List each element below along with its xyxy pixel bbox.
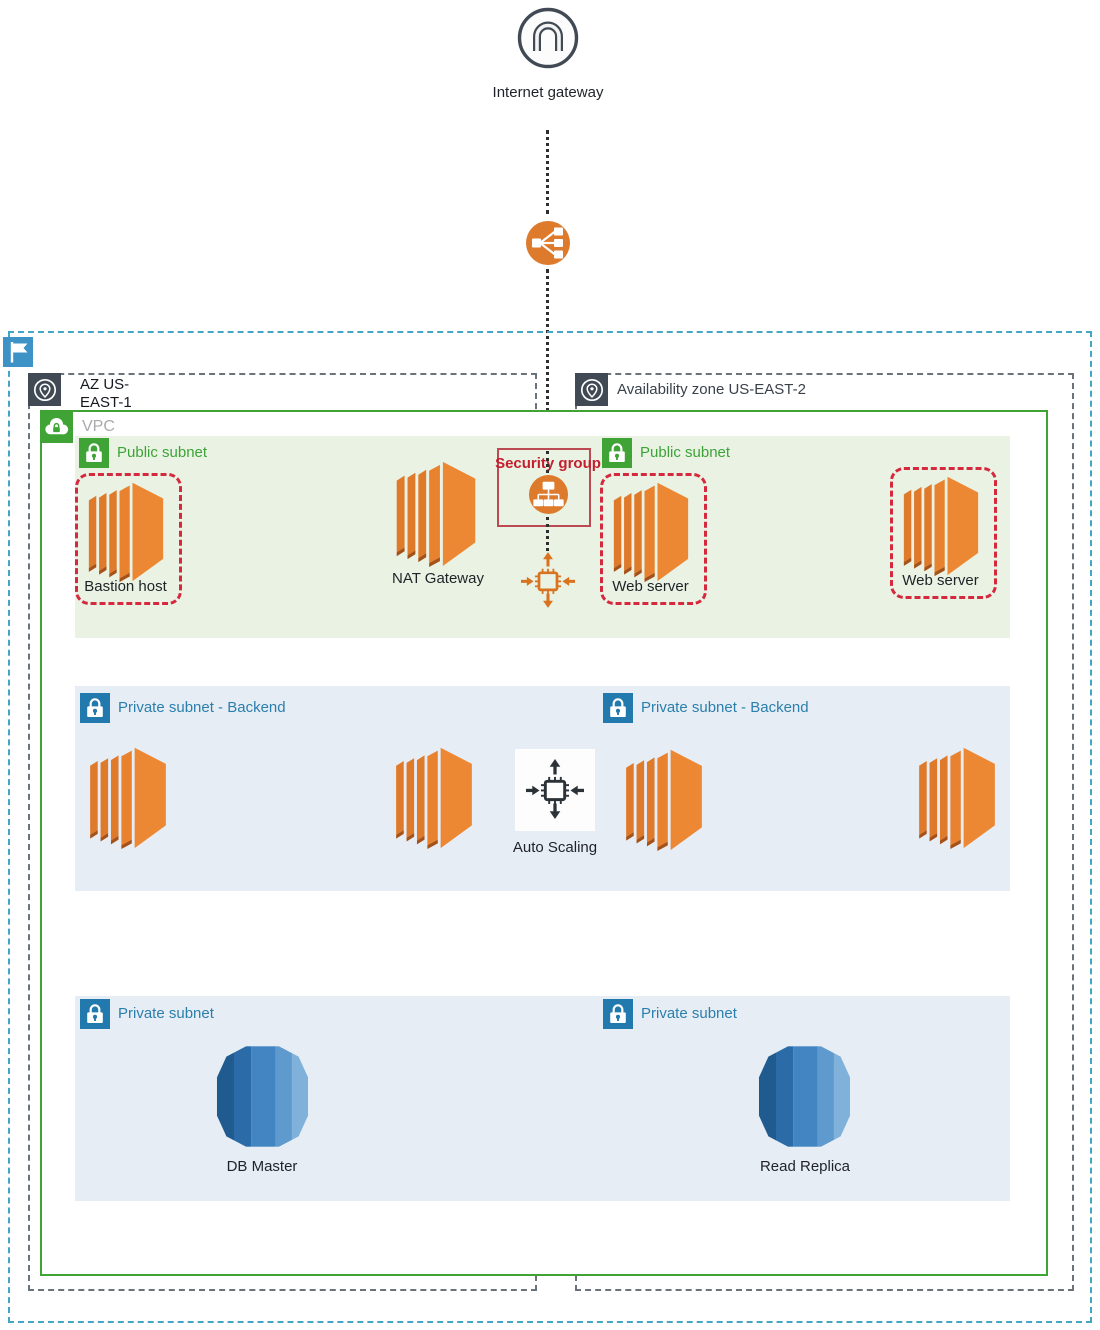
read-replica-label: Read Replica xyxy=(759,1158,851,1175)
availability-zone-icon xyxy=(28,373,61,406)
rds-db-master-icon xyxy=(215,1046,310,1147)
security-group-box xyxy=(497,448,591,527)
az-1-label: AZ US-EAST-1 xyxy=(80,376,132,411)
web-server-1-label: Web server xyxy=(612,578,689,595)
public-subnet-band xyxy=(75,436,1010,638)
private-backend-1-label: Private subnet - Backend xyxy=(118,699,286,716)
bastion-host-box xyxy=(75,473,182,605)
private-subnet-1-label: Private subnet xyxy=(118,1005,214,1022)
ec2-instance-icon xyxy=(624,746,704,852)
private-subnet-icon xyxy=(80,693,110,723)
private-subnet-icon xyxy=(603,999,633,1029)
connection-line-elb-sg xyxy=(546,269,549,449)
ec2-instance-icon xyxy=(902,473,980,577)
connection-line-igw-elb xyxy=(546,130,549,214)
auto-scaling-icon xyxy=(526,759,584,819)
ec2-instance-icon xyxy=(612,479,690,583)
web-server-2-label: Web server xyxy=(902,572,979,589)
connection-line-sg-asg xyxy=(546,517,549,551)
availability-zone-icon xyxy=(575,373,608,406)
ec2-instance-icon xyxy=(917,744,997,850)
public-subnet-2-label: Public subnet xyxy=(640,444,731,461)
private-subnet-icon xyxy=(603,693,633,723)
internet-gateway-label: Internet gateway xyxy=(492,84,604,101)
load-balancer-icon xyxy=(525,220,571,266)
az-2-label: Availability zone US-EAST-2 xyxy=(617,381,806,398)
nat-gateway-icon xyxy=(394,458,478,568)
private-subnet-icon xyxy=(80,999,110,1029)
bastion-host-label: Bastion host xyxy=(84,578,167,595)
region-flag-icon xyxy=(3,337,33,367)
public-subnet-1-label: Public subnet xyxy=(117,444,208,461)
rds-read-replica-icon xyxy=(757,1046,852,1147)
web-server-1-box xyxy=(600,473,707,605)
public-subnet-icon xyxy=(602,438,632,468)
region-boundary xyxy=(8,331,1092,1323)
ec2-instance-icon xyxy=(88,744,168,850)
web-server-2-box xyxy=(890,467,997,599)
private-subnet-2-label: Private subnet xyxy=(641,1005,737,1022)
ec2-instance-icon xyxy=(87,479,165,583)
connection-line-sg-top xyxy=(546,451,549,473)
nat-gateway-label: NAT Gateway xyxy=(392,570,484,587)
internet-gateway-icon xyxy=(516,6,580,70)
security-group-icon xyxy=(528,474,569,515)
public-subnet-icon xyxy=(79,438,109,468)
auto-scaling-group-icon xyxy=(521,552,575,608)
vpc-label: VPC xyxy=(82,418,115,435)
auto-scaling-label: Auto Scaling xyxy=(512,839,598,856)
vpc-icon xyxy=(40,410,73,443)
private-backend-2-label: Private subnet - Backend xyxy=(641,699,809,716)
db-master-label: DB Master xyxy=(226,1158,298,1175)
ec2-instance-icon xyxy=(394,744,474,850)
